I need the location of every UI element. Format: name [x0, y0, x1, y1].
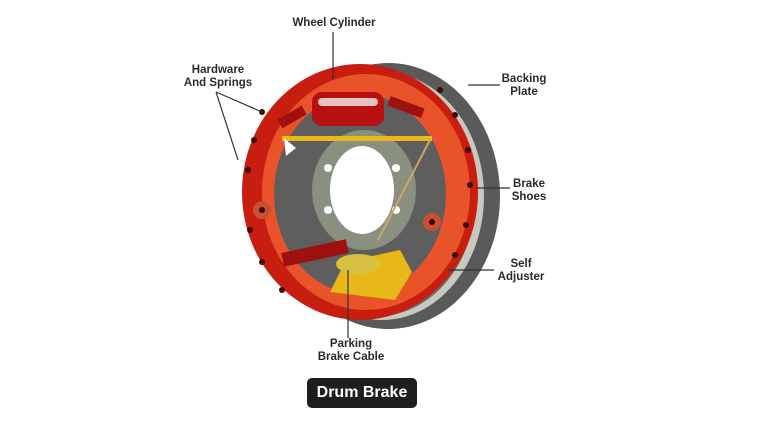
label-backing-plate: Backing Plate [496, 73, 552, 99]
label-brake-shoes: Brake Shoes [506, 178, 552, 204]
label-line: Backing [501, 73, 547, 85]
label-line: Self [510, 258, 532, 270]
diagram-title: Drum Brake [307, 378, 417, 408]
label-self-adjuster: Self Adjuster [492, 258, 550, 284]
label-line: Brake [513, 178, 545, 190]
label-line: Plate [510, 86, 538, 98]
label-line: Hardware [191, 64, 245, 76]
label-wheel-cylinder: Wheel Cylinder [292, 17, 376, 29]
label-line: Brake Cable [317, 351, 385, 363]
wheel-cylinder [312, 92, 384, 126]
label-line: Adjuster [497, 271, 545, 283]
label-line: Shoes [511, 191, 547, 203]
label-line: Parking [329, 338, 373, 350]
label-hardware-springs: Hardware And Springs [178, 64, 258, 90]
label-line: And Springs [183, 77, 253, 89]
label-parking-brake-cable: Parking Brake Cable [306, 338, 396, 364]
